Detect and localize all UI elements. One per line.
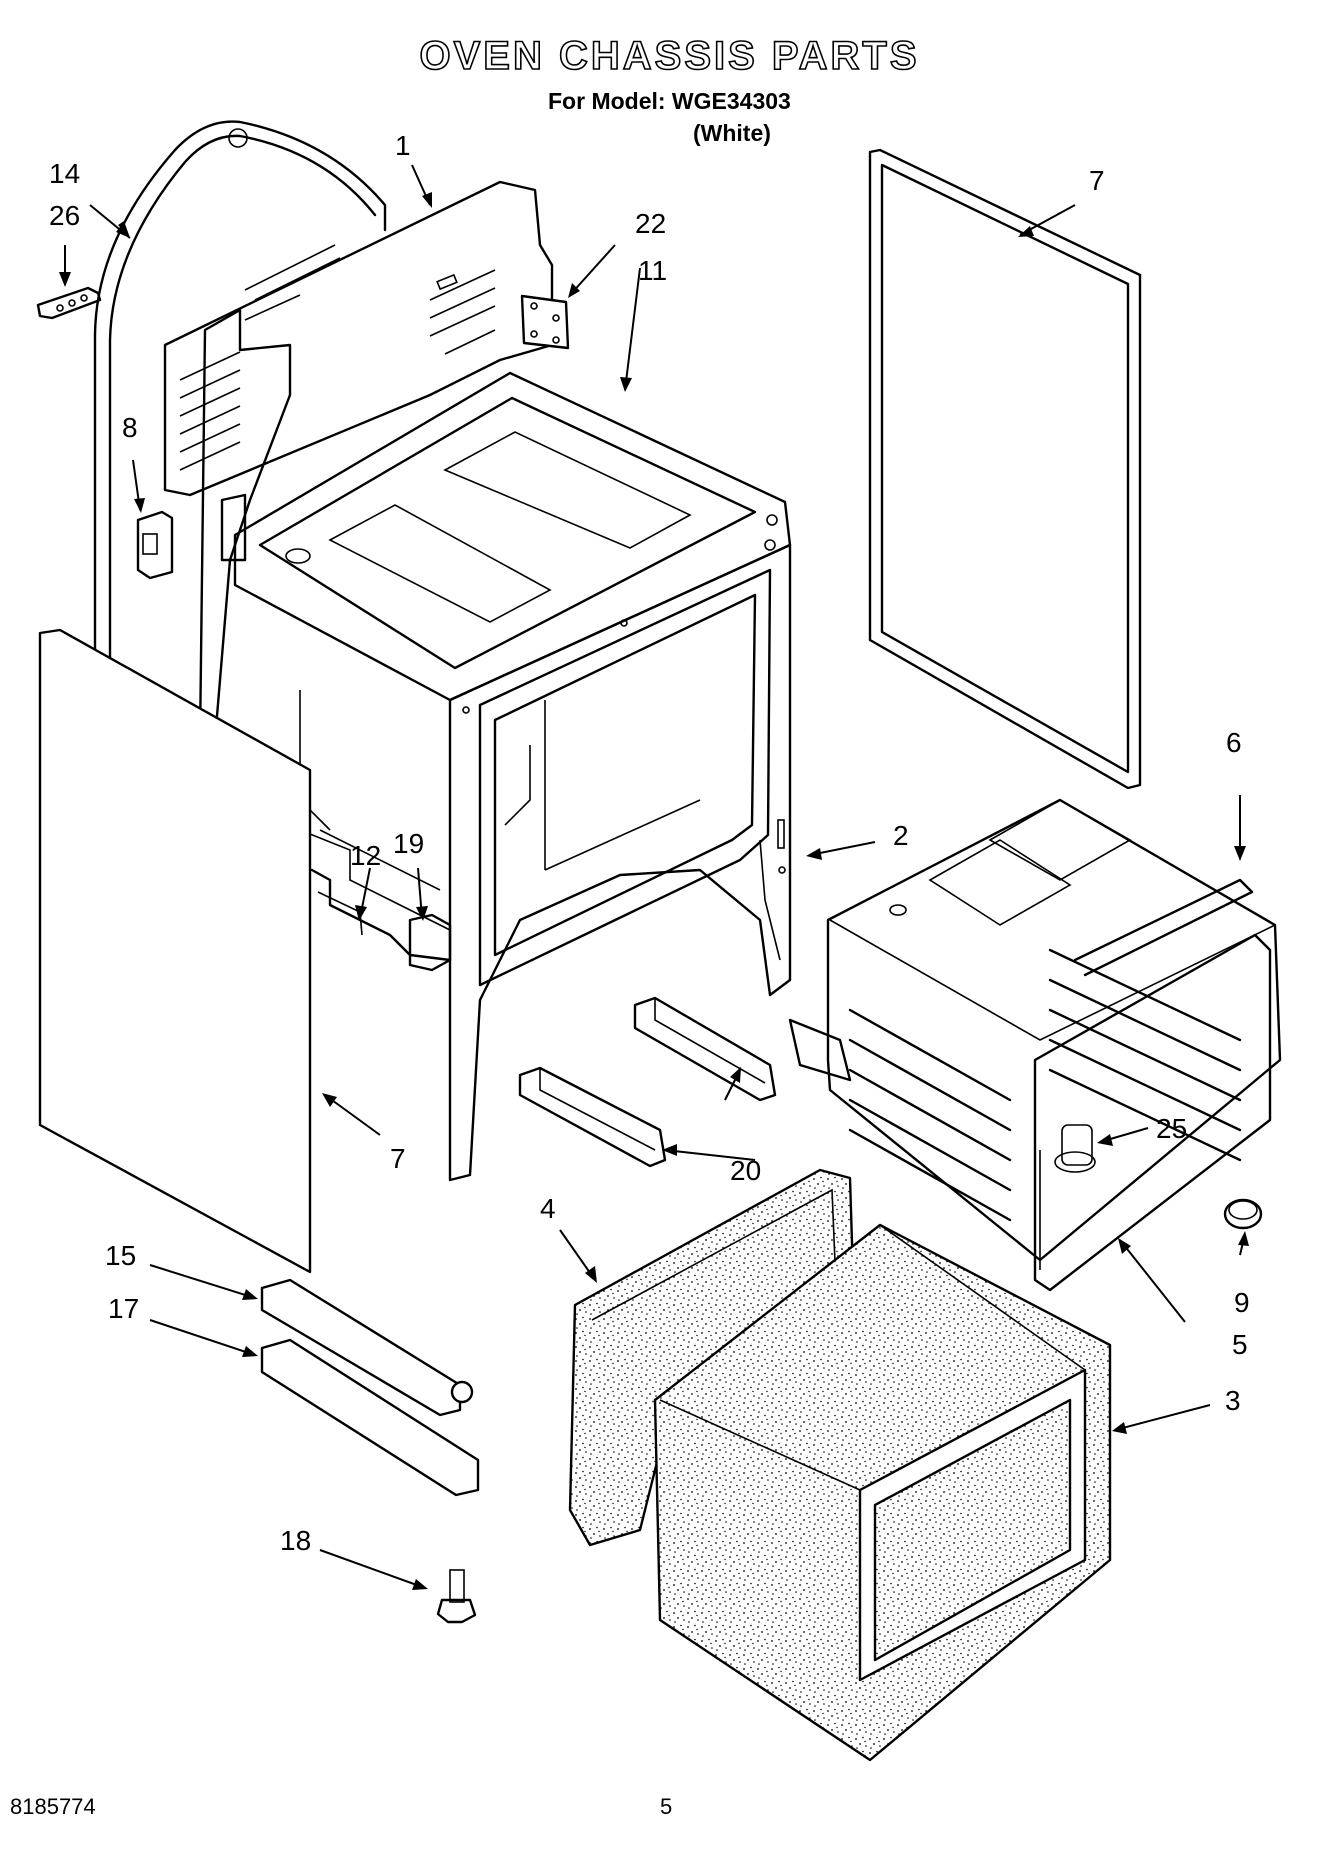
part-15-rail bbox=[260, 1278, 474, 1417]
callout-22: 22 bbox=[635, 208, 666, 239]
callout-17: 17 bbox=[108, 1293, 139, 1324]
callout-20: 20 bbox=[730, 1155, 761, 1186]
part-3-front-insulation bbox=[653, 1223, 1112, 1762]
callout-25: 25 bbox=[1156, 1113, 1187, 1144]
part-14-wire-frame bbox=[93, 120, 387, 682]
color-variant-label: (White) bbox=[693, 120, 771, 146]
callout-26: 26 bbox=[49, 200, 80, 231]
page-number: 5 bbox=[660, 1794, 673, 1819]
part-19-clip bbox=[408, 913, 452, 972]
callout-8: 8 bbox=[122, 412, 138, 443]
callout-1: 1 bbox=[395, 130, 411, 161]
document-number: 8185774 bbox=[10, 1794, 96, 1819]
part-7-left-side-panel bbox=[38, 628, 312, 1274]
callout-9: 9 bbox=[1234, 1287, 1250, 1318]
part-26-terminal-block bbox=[36, 286, 102, 320]
leader-arrowheads bbox=[59, 192, 1249, 1590]
model-label: For Model: WGE34303 bbox=[548, 88, 791, 114]
callout-12: 12 bbox=[350, 840, 381, 871]
part-2-front-frame bbox=[299, 543, 792, 1182]
part-20-bracket-a bbox=[518, 1066, 667, 1168]
part-18-leveling-leg bbox=[436, 1569, 477, 1624]
callout-4: 4 bbox=[540, 1193, 556, 1224]
callout-11: 11 bbox=[638, 255, 667, 286]
part-11-top-frame bbox=[233, 371, 792, 702]
callout-7-right: 7 bbox=[1089, 165, 1105, 196]
part-22-hinge-bracket bbox=[520, 294, 570, 350]
part-6-bake-element bbox=[1033, 878, 1272, 1292]
callout-5: 5 bbox=[1232, 1329, 1248, 1360]
part-7-right-side-panel bbox=[868, 148, 1142, 790]
callout-7-left: 7 bbox=[390, 1143, 406, 1174]
callout-14: 14 bbox=[49, 158, 80, 189]
callout-3: 3 bbox=[1225, 1385, 1241, 1416]
page-title: OVEN CHASSIS PARTS bbox=[419, 33, 920, 79]
part-17-rail bbox=[260, 1338, 480, 1497]
callout-2: 2 bbox=[893, 820, 909, 851]
callout-15: 15 bbox=[105, 1240, 136, 1271]
part-20-bracket-b bbox=[633, 996, 777, 1102]
callout-6: 6 bbox=[1226, 727, 1242, 758]
callout-18: 18 bbox=[280, 1525, 311, 1556]
part-8-latch bbox=[136, 510, 174, 580]
leader-lines bbox=[64, 164, 1246, 1589]
callout-19: 19 bbox=[393, 828, 424, 859]
callout-labels: 1 2 3 4 5 6 7 7 8 9 11 12 14 15 17 18 19… bbox=[49, 130, 1250, 1556]
part-9-knob bbox=[1223, 1198, 1263, 1230]
